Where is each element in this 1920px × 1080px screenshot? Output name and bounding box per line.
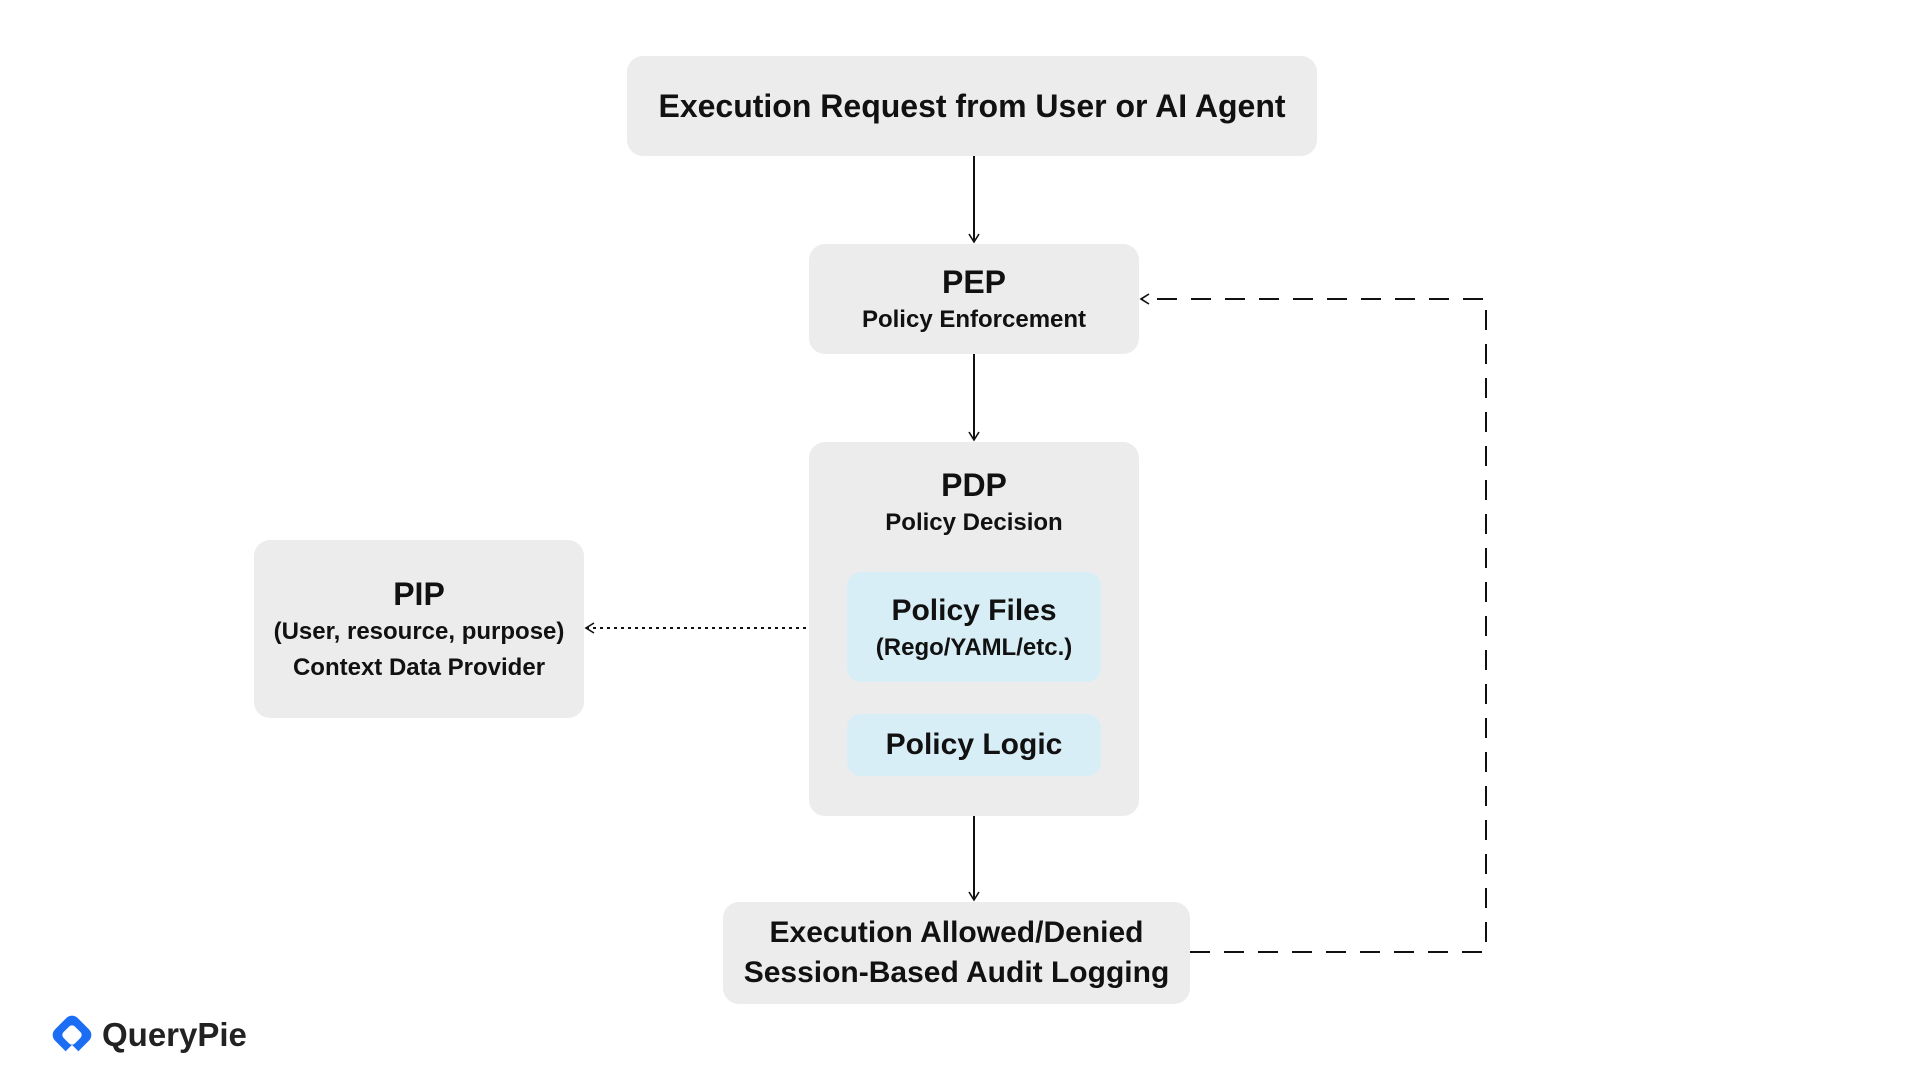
policy-files-subtitle: (Rego/YAML/etc.) — [875, 634, 1073, 661]
pdp-title: PDP — [941, 467, 1007, 503]
execution-result-box: Execution Allowed/Denied Session-Based A… — [723, 902, 1190, 1004]
pep-title: PEP — [941, 264, 1007, 300]
execution-result-line2: Session-Based Audit Logging — [743, 956, 1170, 989]
execution-request-box: Execution Request from User or AI Agent — [627, 56, 1317, 156]
execution-request-label: Execution Request from User or AI Agent — [658, 88, 1286, 124]
pip-title: PIP — [393, 576, 445, 612]
policy-files-box: Policy Files (Rego/YAML/etc.) — [847, 572, 1101, 682]
pip-box: PIP (User, resource, purpose) Context Da… — [254, 540, 584, 718]
pdp-box: PDP Policy Decision Policy Files (Rego/Y… — [809, 442, 1139, 816]
pdp-subtitle: Policy Decision — [885, 509, 1063, 536]
policy-logic-title: Policy Logic — [885, 728, 1063, 761]
pip-line2: Context Data Provider — [292, 654, 546, 681]
policy-logic-box: Policy Logic — [847, 714, 1101, 776]
querypie-logo: QueryPie — [50, 1012, 247, 1058]
querypie-logo-icon — [52, 1015, 92, 1057]
pip-line1: (User, resource, purpose) — [273, 618, 565, 645]
pep-box: PEP Policy Enforcement — [809, 244, 1139, 354]
pep-subtitle: Policy Enforcement — [861, 306, 1087, 333]
brand-name: QueryPie — [102, 1016, 247, 1053]
policy-files-title: Policy Files — [891, 594, 1057, 627]
execution-result-line1: Execution Allowed/Denied — [769, 916, 1144, 949]
arrow-feedback-loop — [1139, 293, 1487, 953]
